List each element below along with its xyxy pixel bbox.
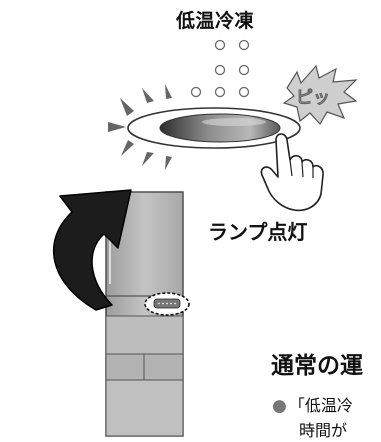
light-rays <box>108 84 172 170</box>
indicator-dots <box>190 39 250 98</box>
lamp-label: ランプ点灯 <box>208 220 308 244</box>
curved-arrow-icon <box>52 189 132 311</box>
mode-label: 低温冷凍 <box>176 10 255 32</box>
control-panel-highlight <box>144 292 190 316</box>
beep-text: ピッ <box>296 88 330 108</box>
continuation-text: 時間が <box>299 421 348 440</box>
lamp-button[interactable] <box>127 107 301 149</box>
section-heading: 通常の運 <box>271 353 363 379</box>
bullet-text: 「低温冷 <box>288 396 353 415</box>
bullet-icon: ● <box>272 396 287 416</box>
sound-burst-icon: ピッ <box>282 64 358 126</box>
hand-pointer-icon <box>260 133 324 212</box>
bullet-item: ●「低温冷 <box>272 392 353 416</box>
